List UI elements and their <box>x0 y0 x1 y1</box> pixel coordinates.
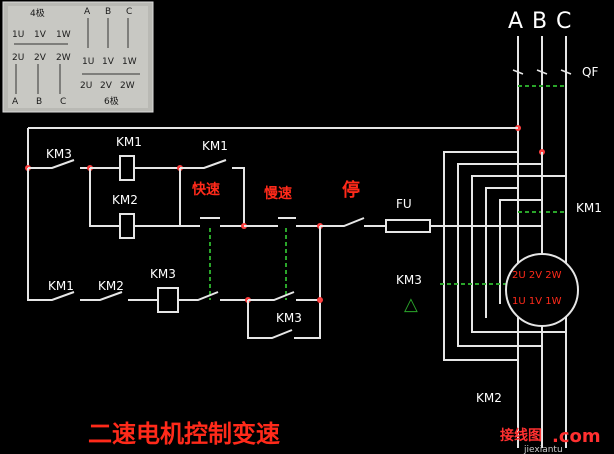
fuse-icon <box>385 219 431 233</box>
km3-coil-label: KM3 <box>150 267 176 281</box>
site-watermark: 接线图 .com jiexiantu <box>500 426 601 454</box>
motor-icon <box>505 253 579 327</box>
inset-bottom-b: B <box>36 97 42 107</box>
motor-bottom-terminals: 1U 1V 1W <box>512 296 562 307</box>
inset-1u: 1U <box>12 30 24 40</box>
watermark-site: jiexiantu <box>523 445 563 454</box>
fast-button-label: 快速 <box>192 181 220 198</box>
control-circuit: KM3 KM1 KM1 KM2 快速 慢速 停 FU <box>25 127 543 339</box>
power-circuit: A B C QF KM1 KM3 △ 2U 2V 2W 1U 1V 1W KM2 <box>396 9 602 448</box>
inset-top-c: C <box>126 7 132 17</box>
bottom-km2-label: KM2 <box>98 279 124 293</box>
phase-a-label: A <box>508 9 523 34</box>
slow-button-label: 慢速 <box>264 185 292 202</box>
breaker-label: QF <box>582 65 598 79</box>
diagram-caption: 二速电机控制变速 <box>88 420 280 448</box>
motor-top-terminals: 2U 2V 2W <box>512 270 562 281</box>
watermark-com: .com <box>552 426 601 447</box>
inset-2v: 2V <box>34 53 47 63</box>
km3-main-label: KM3 <box>396 273 422 287</box>
inset-bottom-c: C <box>60 97 66 107</box>
km2-coil <box>119 213 135 239</box>
phase-b-label: B <box>532 9 547 34</box>
km3-hold-label: KM3 <box>276 311 302 325</box>
inset-top-a: A <box>84 7 91 17</box>
inset-r-1u: 1U <box>82 57 94 67</box>
km1-coil <box>119 155 135 181</box>
inset-2u: 2U <box>12 53 24 63</box>
km3-coil <box>157 287 179 313</box>
phase-c-label: C <box>556 9 571 34</box>
km1-aux-label: KM1 <box>202 139 228 153</box>
km2-coil-label: KM2 <box>112 193 138 207</box>
terminal-inset: 4极 A B C 1U 1V 1W 2U 2V 2W A B C 1U 1V 1… <box>2 1 154 113</box>
km1-coil-label: KM1 <box>116 135 142 149</box>
inset-4pole-title: 4极 <box>30 7 45 19</box>
km1-main-label: KM1 <box>576 201 602 215</box>
watermark-cn: 接线图 <box>500 427 542 444</box>
inset-r-2w: 2W <box>120 81 135 91</box>
km2-partial-label: KM2 <box>476 391 502 405</box>
inset-r-2v: 2V <box>100 81 113 91</box>
fuse-label: FU <box>396 197 412 211</box>
bottom-km1-label: KM1 <box>48 279 74 293</box>
km3-nc-contact-label: KM3 <box>46 147 72 161</box>
inset-r-1w: 1W <box>122 57 137 67</box>
inset-1v: 1V <box>34 30 47 40</box>
inset-bottom-a: A <box>12 97 19 107</box>
triangle-symbol: △ <box>404 294 418 315</box>
inset-top-b: B <box>105 7 111 17</box>
stop-button-label: 停 <box>342 179 360 201</box>
inset-2w: 2W <box>56 53 71 63</box>
inset-1w: 1W <box>56 30 71 40</box>
inset-6pole-title: 6极 <box>104 95 119 107</box>
inset-r-1v: 1V <box>102 57 115 67</box>
inset-r-2u: 2U <box>80 81 92 91</box>
